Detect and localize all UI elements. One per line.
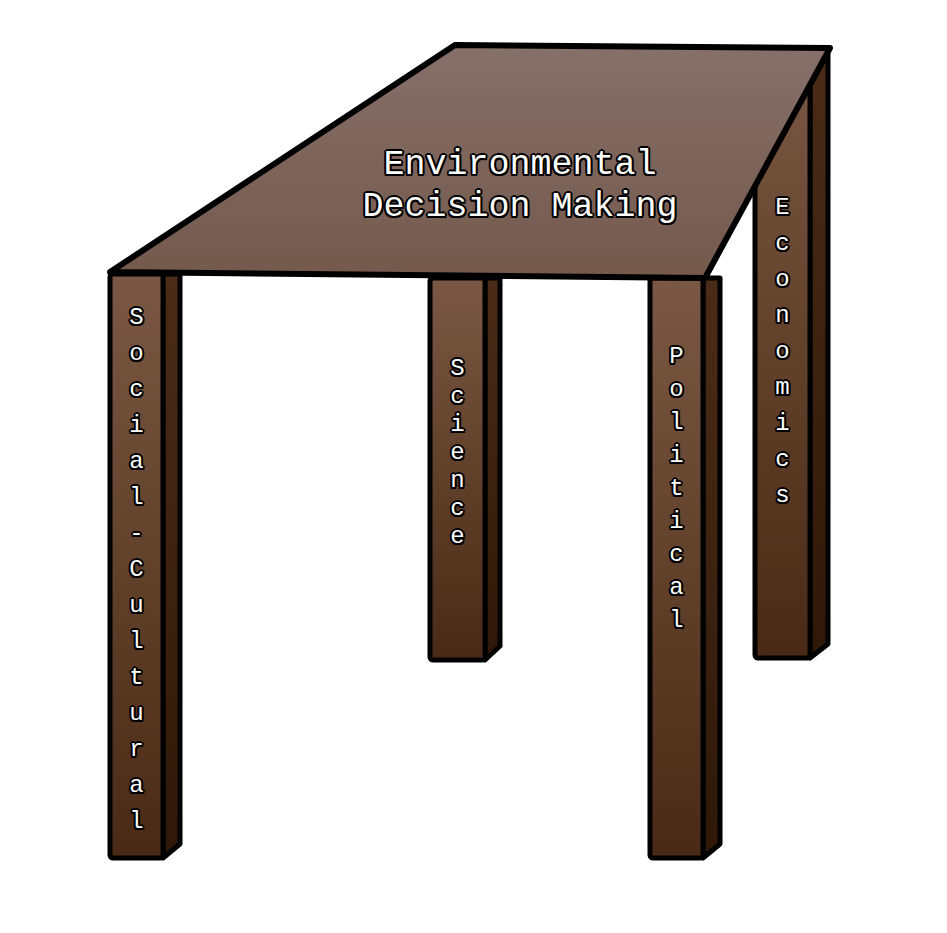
table-leg-shape <box>646 274 724 862</box>
table-leg: Social-Cultural <box>106 270 184 862</box>
leg-label: Science <box>450 355 464 551</box>
leg-label: Social-Cultural <box>129 300 143 840</box>
leg-label: Economics <box>775 190 789 514</box>
table-top: Environmental Decision Making <box>100 38 840 288</box>
table-title: Environmental Decision Making <box>357 144 683 228</box>
leg-label: Political <box>669 340 683 637</box>
table-leg-shape <box>106 270 184 862</box>
table-leg: Science <box>426 274 504 664</box>
table-leg: Political <box>646 274 724 862</box>
table-leg-shape <box>426 274 504 664</box>
